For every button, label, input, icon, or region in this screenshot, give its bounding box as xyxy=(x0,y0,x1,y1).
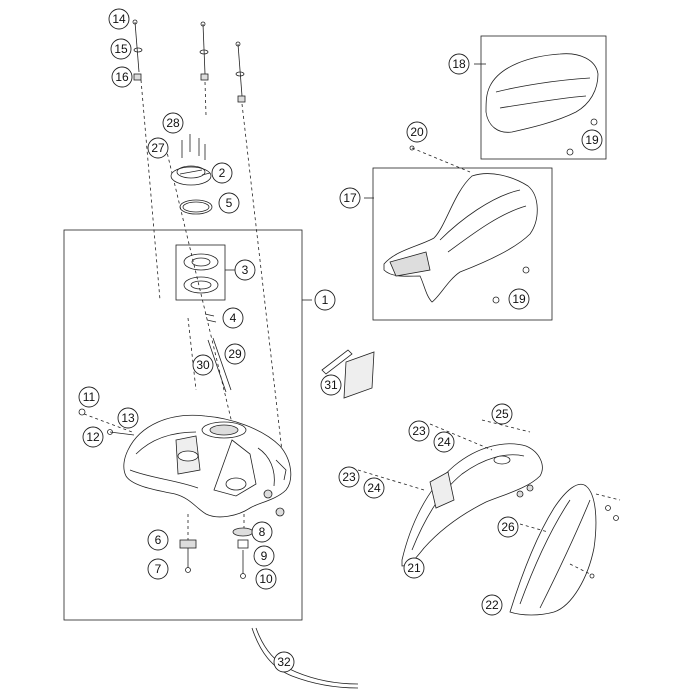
svg-text:12: 12 xyxy=(86,430,100,444)
callout-24-left: 24 xyxy=(363,477,385,499)
fuel-tap xyxy=(179,514,197,573)
mounting-bolt-middle xyxy=(199,21,209,116)
callout-12: 12 xyxy=(82,426,104,448)
svg-text:24: 24 xyxy=(437,435,451,449)
callout-19-pillion: 19 xyxy=(581,129,603,151)
callout-6: 6 xyxy=(147,529,169,551)
callout-1: 1 xyxy=(314,289,336,311)
svg-text:19: 19 xyxy=(512,292,526,306)
svg-text:20: 20 xyxy=(410,125,424,139)
svg-text:32: 32 xyxy=(277,655,291,669)
svg-text:25: 25 xyxy=(495,407,509,421)
side-panel xyxy=(401,443,543,567)
svg-text:5: 5 xyxy=(226,196,233,210)
svg-text:3: 3 xyxy=(242,263,249,277)
callout-22: 22 xyxy=(481,594,503,616)
callout-4: 4 xyxy=(222,307,244,329)
callout-28: 28 xyxy=(162,112,184,134)
callout-31: 31 xyxy=(320,374,342,396)
breather-hoses xyxy=(187,313,232,393)
filler-cap-screws xyxy=(165,134,249,491)
mounting-bolt-left xyxy=(132,19,161,301)
svg-text:28: 28 xyxy=(166,116,180,130)
svg-text:4: 4 xyxy=(230,311,237,325)
callout-17: 17 xyxy=(339,187,361,209)
callout-14: 14 xyxy=(108,8,130,30)
callout-7: 7 xyxy=(147,558,169,580)
svg-text:17: 17 xyxy=(343,191,357,205)
pillion-seat-group-frame xyxy=(480,35,607,160)
svg-text:27: 27 xyxy=(151,141,165,155)
callout-23-top: 23 xyxy=(408,420,430,442)
svg-text:30: 30 xyxy=(196,358,210,372)
svg-text:15: 15 xyxy=(114,42,128,56)
side-bolts xyxy=(78,408,135,436)
callout-11: 11 xyxy=(78,386,100,408)
fuel-level-sensor xyxy=(232,514,254,579)
svg-text:9: 9 xyxy=(261,549,268,563)
svg-text:7: 7 xyxy=(155,562,162,576)
callout-16: 16 xyxy=(111,66,133,88)
rider-seat-group-frame xyxy=(372,167,553,321)
svg-text:14: 14 xyxy=(112,12,126,26)
rear-side-panel xyxy=(509,483,619,616)
callout-3: 3 xyxy=(234,259,256,281)
callout-9: 9 xyxy=(253,545,275,567)
svg-text:22: 22 xyxy=(485,598,499,612)
svg-text:23: 23 xyxy=(342,470,356,484)
rider-seat xyxy=(383,173,538,304)
svg-text:21: 21 xyxy=(407,561,421,575)
callout-20: 20 xyxy=(406,121,428,143)
callout-15: 15 xyxy=(110,38,132,60)
callout-21: 21 xyxy=(403,557,425,579)
svg-text:10: 10 xyxy=(259,572,273,586)
callout-32: 32 xyxy=(273,651,295,673)
svg-text:23: 23 xyxy=(412,424,426,438)
callout-23-left: 23 xyxy=(338,466,360,488)
callout-29: 29 xyxy=(224,343,246,365)
svg-text:24: 24 xyxy=(367,481,381,495)
pillion-seat xyxy=(485,53,599,156)
svg-text:19: 19 xyxy=(585,133,599,147)
svg-text:31: 31 xyxy=(324,378,338,392)
svg-text:13: 13 xyxy=(121,411,135,425)
callout-25: 25 xyxy=(491,403,513,425)
svg-text:18: 18 xyxy=(452,57,466,71)
svg-text:1: 1 xyxy=(322,293,329,307)
callout-27: 27 xyxy=(147,137,169,159)
callout-30: 30 xyxy=(192,354,214,376)
svg-text:29: 29 xyxy=(228,347,242,361)
callout-18: 18 xyxy=(448,53,470,75)
callout-2: 2 xyxy=(211,162,233,184)
callout-10: 10 xyxy=(255,568,277,590)
callout-24-top: 24 xyxy=(433,431,455,453)
callout-26: 26 xyxy=(497,516,519,538)
callout-13: 13 xyxy=(117,407,139,429)
svg-text:6: 6 xyxy=(155,533,162,547)
mounting-bolt-right xyxy=(235,41,284,461)
filter-subgroup-frame xyxy=(175,244,226,301)
svg-text:16: 16 xyxy=(115,70,129,84)
filler-cap xyxy=(170,165,212,186)
svg-text:11: 11 xyxy=(83,390,96,404)
callout-5: 5 xyxy=(218,192,240,214)
fuel-tank xyxy=(123,414,292,518)
svg-text:26: 26 xyxy=(501,520,515,534)
fuel-tank-group-frame xyxy=(63,229,303,621)
callout-19-rider: 19 xyxy=(508,288,530,310)
filler-seal-ring xyxy=(179,199,213,215)
svg-text:2: 2 xyxy=(219,166,226,180)
svg-text:8: 8 xyxy=(259,525,266,539)
seal-strip-parts xyxy=(321,349,375,399)
drain-hose xyxy=(251,627,359,689)
fuel-filter-parts xyxy=(183,253,219,294)
callout-8: 8 xyxy=(251,521,273,543)
